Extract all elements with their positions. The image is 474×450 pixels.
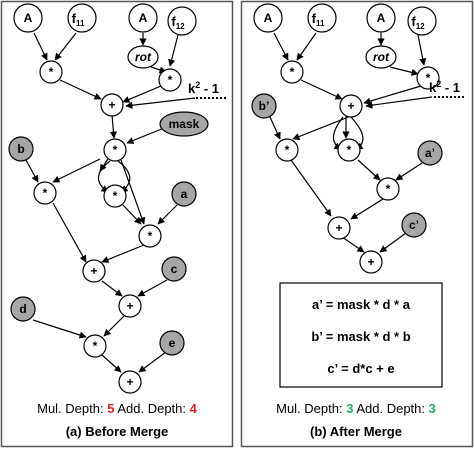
left-add-3 xyxy=(118,294,142,318)
left-e-text: e xyxy=(169,336,176,350)
left-A1-text: A xyxy=(24,11,33,25)
left-mul-4-text: * xyxy=(43,186,48,200)
right-mul-1 xyxy=(280,60,304,84)
left-add-4-text: + xyxy=(126,375,133,389)
left-input-f11 xyxy=(67,3,97,33)
left-input-d xyxy=(10,296,36,322)
right-depth-line: Mul. Depth: 3 Add. Depth: 3 xyxy=(276,401,436,416)
left-mul-3-text: * xyxy=(113,143,118,157)
right-A2-text: A xyxy=(377,11,386,25)
left-rot-text: rot xyxy=(135,50,152,64)
left-f11-label: f11 xyxy=(72,11,85,28)
left-input-A1 xyxy=(13,3,43,33)
right-edges xyxy=(269,32,433,253)
right-add-1-text: + xyxy=(347,99,354,113)
left-c-text: c xyxy=(171,262,178,276)
left-A2-text: A xyxy=(139,11,148,25)
right-mul-3-text: * xyxy=(285,143,290,157)
left-k2-label: k2 - 1 xyxy=(188,80,219,96)
equation-b-prime: b’ = mask * d * b xyxy=(311,329,410,344)
left-mul-1-text: * xyxy=(49,65,54,79)
left-input-a xyxy=(171,181,197,207)
left-mul-2-text: * xyxy=(168,73,173,87)
right-mul-3 xyxy=(275,138,299,162)
right-mul-5 xyxy=(376,177,400,201)
left-add-2-text: + xyxy=(90,264,97,278)
right-input-A1 xyxy=(253,3,283,33)
right-mul-5-text: * xyxy=(386,182,391,196)
right-rot-node xyxy=(365,45,397,69)
right-input-a-prime xyxy=(417,140,443,166)
left-input-b xyxy=(8,136,34,162)
left-mul-7-text: * xyxy=(93,339,98,353)
right-add-1 xyxy=(339,94,363,118)
right-input-A2 xyxy=(366,3,396,33)
right-c-prime-text: c’ xyxy=(409,218,419,232)
left-add-3-text: + xyxy=(126,299,133,313)
right-f12-label: f12 xyxy=(411,14,425,31)
left-input-c xyxy=(161,256,187,282)
left-mul-1 xyxy=(39,60,63,84)
right-mul-1-text: * xyxy=(290,65,295,79)
right-f11-label: f11 xyxy=(312,11,325,28)
right-mul-4-text: * xyxy=(347,143,352,157)
left-mul-6 xyxy=(138,224,162,248)
left-add-2 xyxy=(82,259,106,283)
right-input-b-prime xyxy=(251,93,277,119)
right-panel-frame xyxy=(240,0,474,448)
left-mul-7 xyxy=(83,334,107,358)
left-mul-4 xyxy=(33,181,57,205)
right-A1-text: A xyxy=(264,11,273,25)
left-b-text: b xyxy=(17,142,24,156)
left-mul-2 xyxy=(158,68,182,92)
equations-box xyxy=(279,282,443,388)
right-add-2 xyxy=(327,216,351,240)
right-add-2-text: + xyxy=(335,221,342,235)
right-input-f11 xyxy=(307,3,337,33)
right-input-f12 xyxy=(407,6,437,36)
left-a-text: a xyxy=(181,187,188,201)
left-add-1-text: + xyxy=(108,98,115,112)
left-rot-node xyxy=(127,45,159,69)
left-f12-label: f12 xyxy=(171,14,185,31)
right-mul-4 xyxy=(337,138,361,162)
left-input-e xyxy=(159,330,185,356)
right-add-3 xyxy=(359,250,383,274)
left-panel-frame xyxy=(0,0,234,448)
right-rot-text: rot xyxy=(373,50,390,64)
left-mul-6-text: * xyxy=(148,229,153,243)
right-mul-2 xyxy=(416,66,440,90)
left-mask-text: mask xyxy=(169,117,200,131)
right-add-3-text: + xyxy=(367,255,374,269)
right-b-prime-text: b’ xyxy=(259,99,270,113)
right-a-prime-text: a’ xyxy=(425,146,435,160)
right-input-c-prime xyxy=(401,212,427,238)
equation-c-prime: c’ = d*c + e xyxy=(327,361,394,376)
left-mul-5 xyxy=(103,184,127,208)
left-input-f12 xyxy=(167,6,197,36)
left-add-1 xyxy=(100,93,124,117)
left-depth-line: Mul. Depth: 5 Add. Depth: 4 xyxy=(37,401,198,416)
left-caption: (a) Before Merge xyxy=(66,424,169,439)
left-mul-3 xyxy=(103,138,127,162)
left-input-A2 xyxy=(128,3,158,33)
right-caption: (b) After Merge xyxy=(310,424,402,439)
right-k2-label: k2 - 1 xyxy=(429,79,460,95)
left-mul-5-text: * xyxy=(113,189,118,203)
right-mul-2-text: * xyxy=(426,71,431,85)
left-add-4 xyxy=(118,370,142,394)
left-mask-node xyxy=(159,111,209,137)
left-d-text: d xyxy=(19,302,26,316)
equation-a-prime: a’ = mask * d * a xyxy=(312,297,411,312)
